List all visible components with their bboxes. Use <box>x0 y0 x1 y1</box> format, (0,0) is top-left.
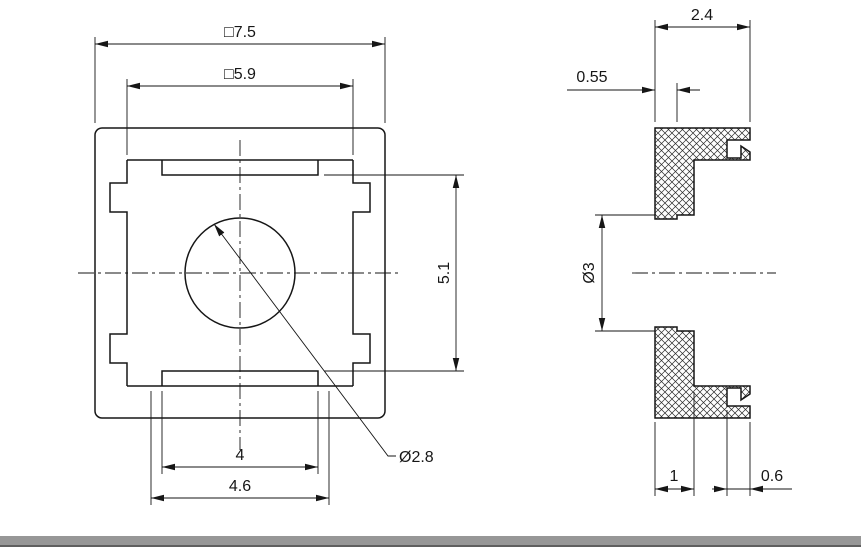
extension-lines-slot-outer <box>150 391 330 505</box>
frame-bar-edge <box>0 545 861 547</box>
extension-lines-inner <box>126 79 354 155</box>
dim-depth-label: 2.4 <box>691 7 713 24</box>
side-view <box>632 127 776 419</box>
side-view-dimensions: 2.4 0.55 Ø3 1 0.6 <box>567 7 792 496</box>
extension-lines-slot <box>161 391 319 474</box>
center-hole-circle <box>184 217 296 329</box>
frame-bar <box>0 536 861 545</box>
dim-step-label: 1 <box>670 468 679 485</box>
extension-lines-outer <box>94 37 386 123</box>
dim-inner-square-label: □5.9 <box>224 66 256 83</box>
dim-outer-square-label: □7.5 <box>224 24 256 41</box>
front-view-dimensions: □7.5 □5.9 5.1 4 4.6 Ø2.8 <box>94 24 464 505</box>
dim-slot-outer-label: 4.6 <box>229 478 251 495</box>
extension-lines-height <box>324 174 464 372</box>
section-hatch-top <box>654 127 751 220</box>
section-hatch-bottom <box>654 326 751 419</box>
sheet-frame-bar <box>0 536 861 547</box>
dim-face-label: 0.55 <box>576 69 607 86</box>
extension-lines-depth <box>654 20 751 122</box>
dim-hole-label: Ø2.8 <box>399 449 434 466</box>
dim-notch-label: 0.6 <box>761 468 783 485</box>
dim-slot-label: 4 <box>236 447 245 464</box>
front-view <box>78 127 402 450</box>
extension-lines-step <box>654 392 695 496</box>
inner-contour-profile <box>109 159 371 387</box>
hole-leader-line <box>213 223 396 457</box>
outer-square-profile <box>94 127 386 419</box>
extension-lines-notch <box>726 410 751 496</box>
dim-bore-label: Ø3 <box>581 262 598 283</box>
dim-height-label: 5.1 <box>436 262 453 284</box>
